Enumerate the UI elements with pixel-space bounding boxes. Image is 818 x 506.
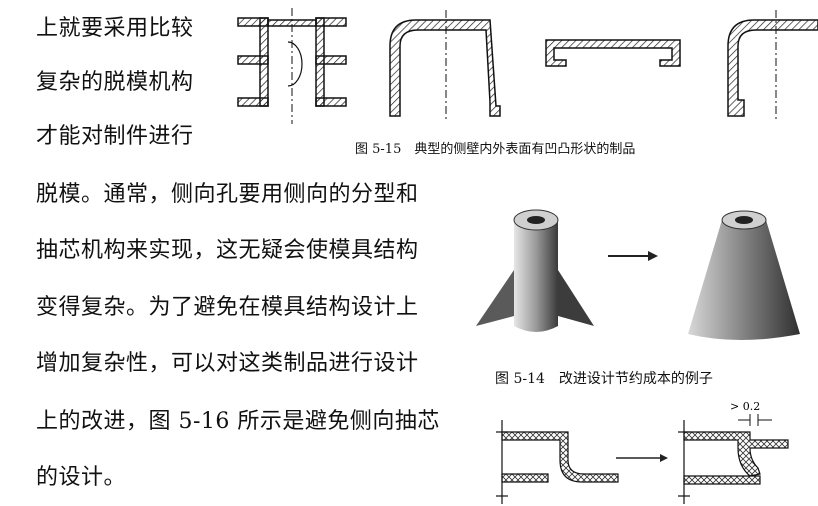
part-cup (389, 19, 501, 117)
text-line-3: 才能对制件进行 (36, 124, 194, 149)
figure-5-16-drawings: > 0.2 (496, 400, 789, 504)
text-line-6: 变得复杂。为了避免在模具结构设计上 (36, 295, 419, 320)
text-line-9: 的设计。 (36, 465, 127, 490)
part-cup-partial (727, 19, 818, 117)
figure-5-15 (228, 6, 818, 136)
figure-5-16: > 0.2 (488, 396, 818, 506)
arrow-right-icon (608, 251, 658, 261)
text-line-1: 上就要采用比较 (36, 16, 194, 41)
gap-label: > 0.2 (730, 400, 760, 413)
text-line-2: 复杂的脱模机构 (36, 70, 194, 95)
profile-after (678, 420, 789, 504)
text-line-7: 增加复杂性，可以对这类制品进行设计 (36, 351, 419, 376)
figure-5-15-drawings (237, 8, 818, 124)
arrow-right-icon-2 (616, 454, 668, 462)
figure-5-14-drawings (476, 209, 800, 340)
caption-fig-5-15: 图 5-15 典型的侧壁内外表面有凹凸形状的制品 (355, 142, 636, 157)
figure-5-14 (470, 196, 818, 346)
text-line-8: 上的改进，图 5-16 所示是避免侧向抽芯 (36, 409, 440, 434)
part-channel (545, 39, 681, 67)
part-spool (237, 17, 347, 107)
profile-before (496, 420, 619, 504)
part-ribbed-cylinder (476, 209, 594, 332)
caption-fig-5-14: 图 5-14 改进设计节约成本的例子 (495, 371, 713, 387)
text-line-4: 脱模。通常，侧向孔要用侧向的分型和 (36, 182, 419, 207)
part-cone (688, 210, 800, 340)
text-line-5: 抽芯机构来实现，这无疑会使模具结构 (36, 238, 419, 263)
